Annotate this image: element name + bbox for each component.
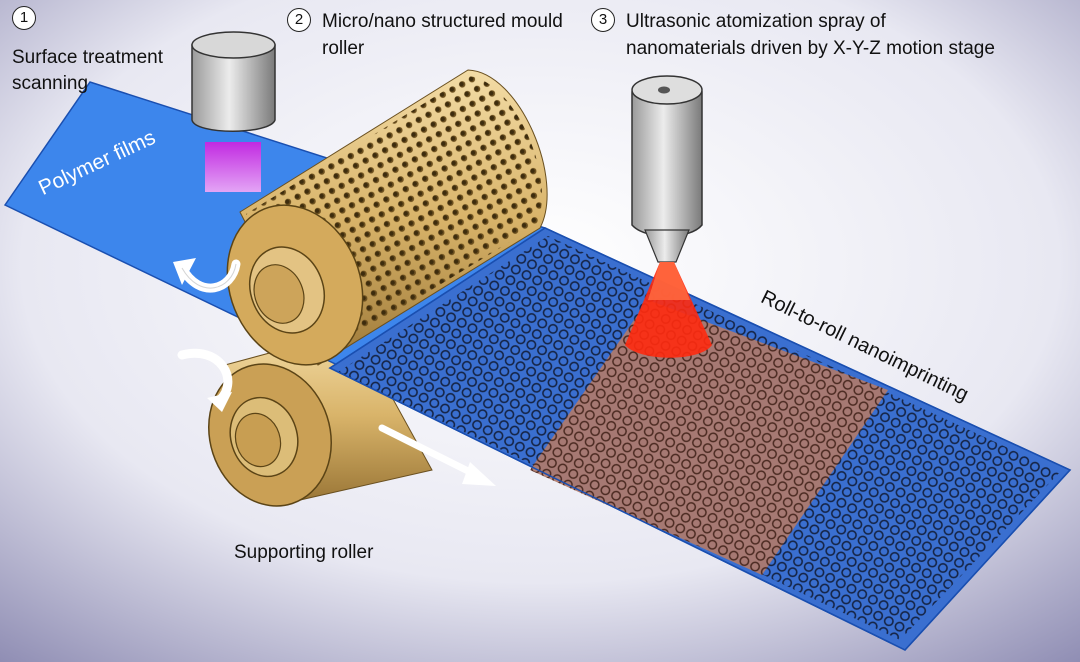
imprinted-film [328, 227, 1072, 651]
supporting-roller-label: Supporting roller [234, 542, 374, 563]
mould-roller [226, 69, 548, 366]
step-1-label-line2: scanning [12, 73, 89, 94]
step-2-number: 2 [287, 8, 311, 32]
step-3-label-line1: Ultrasonic atomization spray of [626, 11, 886, 32]
step-3-number: 3 [591, 8, 615, 32]
step-2-label-line1: Micro/nano structured mould [322, 11, 563, 32]
step-3-label-line2: nanomaterials driven by X-Y-Z motion sta… [626, 38, 995, 59]
step-1-label-line1: Surface treatment [12, 47, 164, 68]
supporting-roller [208, 329, 433, 507]
spray-cone [625, 262, 712, 358]
spray-nozzle [625, 75, 712, 358]
uv-light-beam [205, 142, 261, 192]
film-direction-arrow-icon [378, 424, 496, 486]
uv-scanner [191, 31, 276, 192]
rotation-arrow-icon [173, 258, 241, 293]
rotation-arrow-icon [177, 348, 233, 412]
step-2-label-line2: roller [322, 38, 365, 59]
step-1-number: 1 [12, 6, 36, 30]
